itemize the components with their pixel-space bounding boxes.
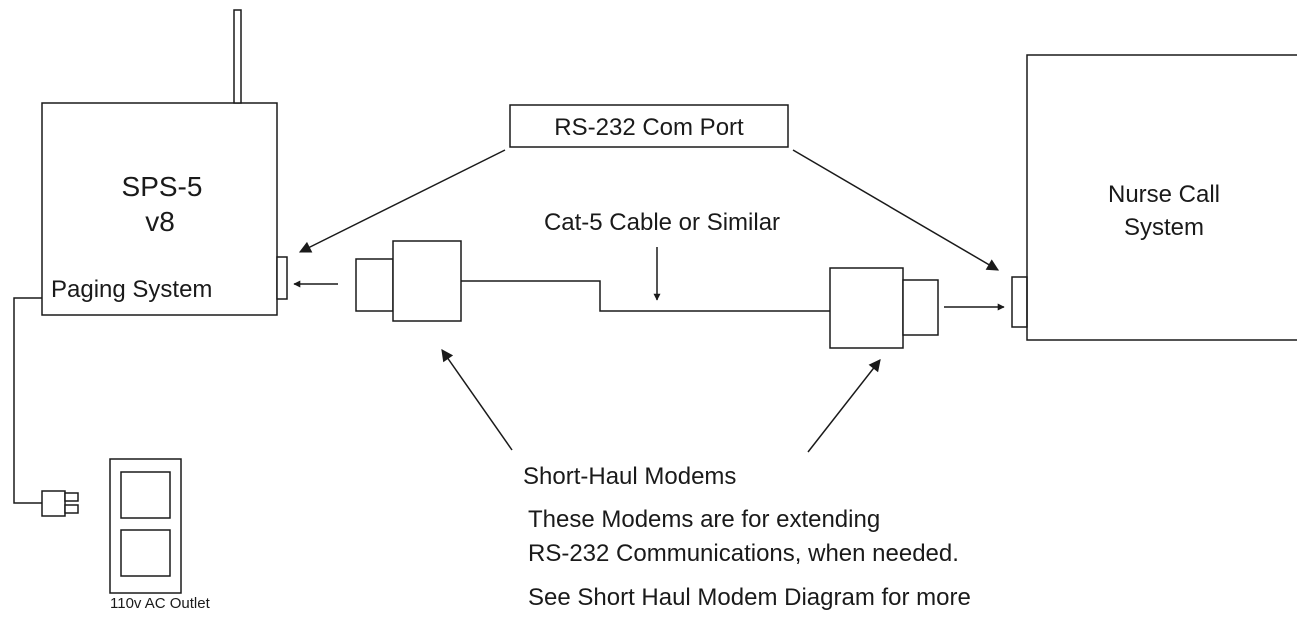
cable-label: Cat-5 Cable or Similar: [544, 209, 780, 236]
antenna: [233, 9, 242, 104]
nurse-call-line-1: Nurse Call: [1108, 181, 1220, 208]
modems-description-1: These Modems are for extending: [528, 506, 880, 533]
cat5-cable: [461, 280, 830, 312]
left-modem-small: [355, 258, 394, 312]
paging-system-title-2: v8: [145, 206, 175, 237]
modems-title: Short-Haul Modems: [523, 463, 736, 490]
paging-system-box: [41, 102, 278, 316]
modems-description-2: RS-232 Communications, when needed.: [528, 540, 959, 567]
right-modem-small: [902, 279, 939, 336]
outlet-label: 110v AC Outlet: [110, 595, 211, 612]
modem-arrow-right: [807, 359, 881, 453]
nurse-call-port: [1011, 276, 1028, 328]
com-port-arrow-left: [298, 149, 506, 253]
outlet-socket-bottom: [120, 529, 171, 577]
outlet-socket-top: [120, 471, 171, 519]
com-port-label-box: [509, 104, 789, 148]
modem-arrow-left: [441, 349, 513, 451]
nurse-call-line-2: System: [1124, 214, 1204, 241]
paging-system-title-1: SPS-5: [122, 171, 203, 202]
com-port-label: RS-232 Com Port: [554, 114, 744, 141]
plug-prong-bottom: [64, 504, 79, 514]
nurse-call-box: [1026, 54, 1297, 341]
com-port-arrow-right: [792, 149, 1000, 271]
power-plug: [41, 490, 66, 517]
left-modem-body: [392, 240, 462, 322]
right-modem-body: [829, 267, 904, 349]
modems-reference: See Short Haul Modem Diagram for more: [528, 584, 971, 611]
paging-system-port: [276, 256, 288, 300]
plug-prong-top: [64, 492, 79, 502]
power-cord: [13, 297, 42, 504]
paging-system-label: Paging System: [51, 276, 212, 303]
